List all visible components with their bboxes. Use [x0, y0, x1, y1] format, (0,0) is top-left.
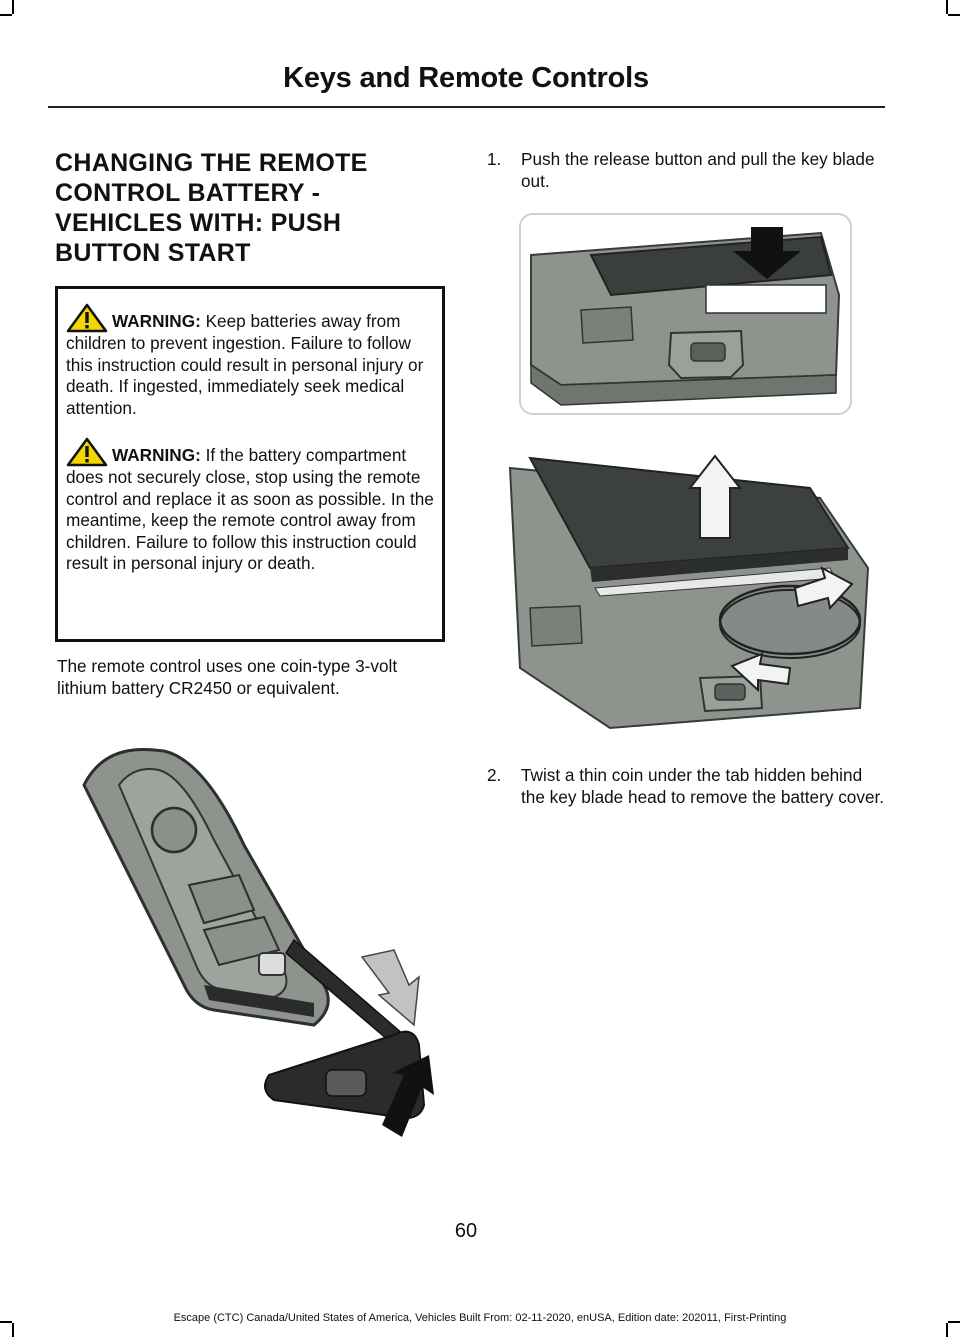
crop-mark [946, 0, 948, 14]
step-1: 1. Push the release button and pull the … [487, 149, 877, 192]
warning-box: WARNING: Keep batteries away from childr… [55, 286, 445, 642]
crop-mark [12, 0, 14, 14]
release-button-illustration [519, 213, 852, 415]
battery-removal-illustration [500, 428, 872, 733]
page-title: Keys and Remote Controls [283, 62, 649, 94]
section-heading-line: CONTROL BATTERY - [55, 179, 321, 207]
step-number: 1. [487, 149, 502, 169]
crop-mark [0, 1321, 12, 1323]
battery-intro-text: The remote control uses one coin-type 3-… [57, 656, 398, 698]
warning-text: Keep batteries away from children to pre… [66, 311, 424, 418]
warning-paragraph: WARNING: Keep batteries away from childr… [66, 303, 434, 419]
warning-text: If the battery compartment does not secu… [66, 445, 434, 573]
step-2: 2. Twist a thin coin under the tab hidde… [487, 765, 887, 808]
crop-mark [948, 14, 960, 16]
crop-mark [0, 14, 12, 16]
warning-paragraph: WARNING: If the battery compartment does… [66, 437, 434, 575]
warning-triangle-icon [66, 437, 108, 467]
step-text: Push the release button and pull the key… [521, 149, 875, 191]
step-text: Twist a thin coin under the tab hidden b… [521, 765, 885, 807]
step-number: 2. [487, 765, 502, 785]
section-heading-line: BUTTON START [55, 239, 251, 267]
crop-mark [948, 1321, 960, 1323]
section-heading-line: VEHICLES WITH: PUSH [55, 209, 342, 237]
section-heading: CHANGING THE REMOTE CONTROL BATTERY - VE… [55, 148, 415, 268]
header-divider [48, 106, 885, 108]
section-heading-line: CHANGING THE REMOTE [55, 149, 368, 177]
crop-mark [946, 1323, 948, 1337]
warning-label: WARNING: [112, 311, 201, 331]
key-fob-illustration [64, 745, 448, 1140]
footer-text: Escape (CTC) Canada/United States of Ame… [173, 1312, 787, 1324]
warning-label: WARNING: [112, 445, 201, 465]
crop-mark [12, 1323, 14, 1337]
warning-triangle-icon [66, 303, 108, 333]
page-number: 60 [454, 1220, 478, 1242]
